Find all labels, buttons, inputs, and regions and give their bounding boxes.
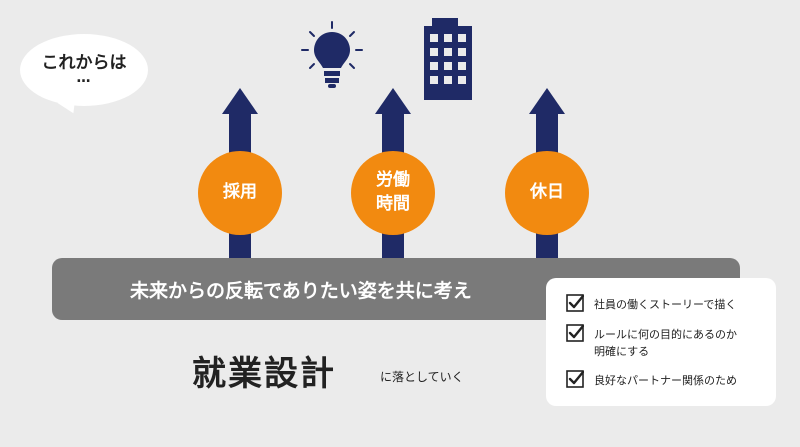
circle-label: 採用 [223,182,257,203]
circle-recruitment: 採用 [198,151,282,235]
circle-label: 休日 [530,182,564,203]
arrow-head-2 [375,88,411,114]
checkbox-icon [566,294,584,312]
arrow-head-1 [222,88,258,114]
bubble-text: これからは [41,53,127,73]
lightbulb-icon [301,21,363,88]
arrow-head-3 [529,88,565,114]
checklist-item: 社員の働くストーリーで描く [594,298,737,311]
page-title: 就業設計 [192,354,336,394]
checklist-item: 良好なパートナー関係のため [594,374,737,387]
checklist-item: ルールに何の目的にあるのか 明確にする [594,328,737,359]
checkbox-icon [566,324,584,342]
checklist-card [546,278,776,406]
circle-label: 労働 時間 [376,170,410,214]
circle-working-hours: 労働 時間 [351,151,435,235]
bubble-ellipsis: … [76,70,92,86]
checkbox-icon [566,370,584,388]
building-icon [424,18,472,100]
speech-bubble [20,34,148,106]
banner-text: 未来からの反転でありたい姿を共に考え [130,280,472,302]
page-subtitle: に落としていく [380,370,464,384]
circle-holidays: 休日 [505,151,589,235]
